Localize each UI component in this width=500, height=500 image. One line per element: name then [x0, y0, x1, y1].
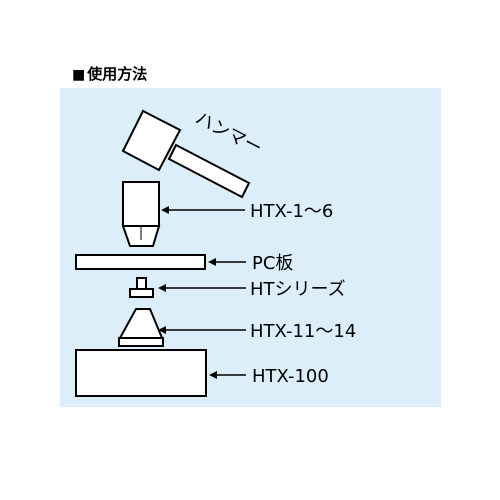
- htx-11-14-cone: [118, 308, 164, 339]
- htx-11-14-label: HTX-11～14: [250, 321, 356, 342]
- ht-series-label: HTシリーズ: [250, 279, 346, 300]
- ht-series-arrowhead: [158, 284, 166, 292]
- pc-board-label: PC板: [252, 253, 293, 274]
- heading-marker: ■: [72, 67, 86, 83]
- ht-series-flange: [129, 288, 154, 298]
- section-heading: ■使用方法: [72, 64, 147, 85]
- htx-11-14-arrowhead: [158, 326, 166, 334]
- htx-1-6-body: [122, 181, 160, 227]
- ht-series-stem: [136, 277, 147, 290]
- htx-100-label: HTX-100: [252, 366, 329, 387]
- htx-1-6-label: HTX-1～6: [250, 201, 333, 222]
- pc-board: [75, 254, 206, 270]
- htx-1-6-arrowhead: [161, 206, 169, 214]
- hammer-head: [121, 109, 182, 172]
- htx-11-14-base: [118, 337, 164, 347]
- hammer-handle: [167, 143, 251, 199]
- hammer-label: ハンマー: [192, 108, 266, 159]
- htx-100-arrowhead: [209, 371, 217, 379]
- htx-100-block: [75, 349, 207, 397]
- heading-text: 使用方法: [87, 65, 148, 83]
- pc-board-arrowhead: [208, 258, 216, 266]
